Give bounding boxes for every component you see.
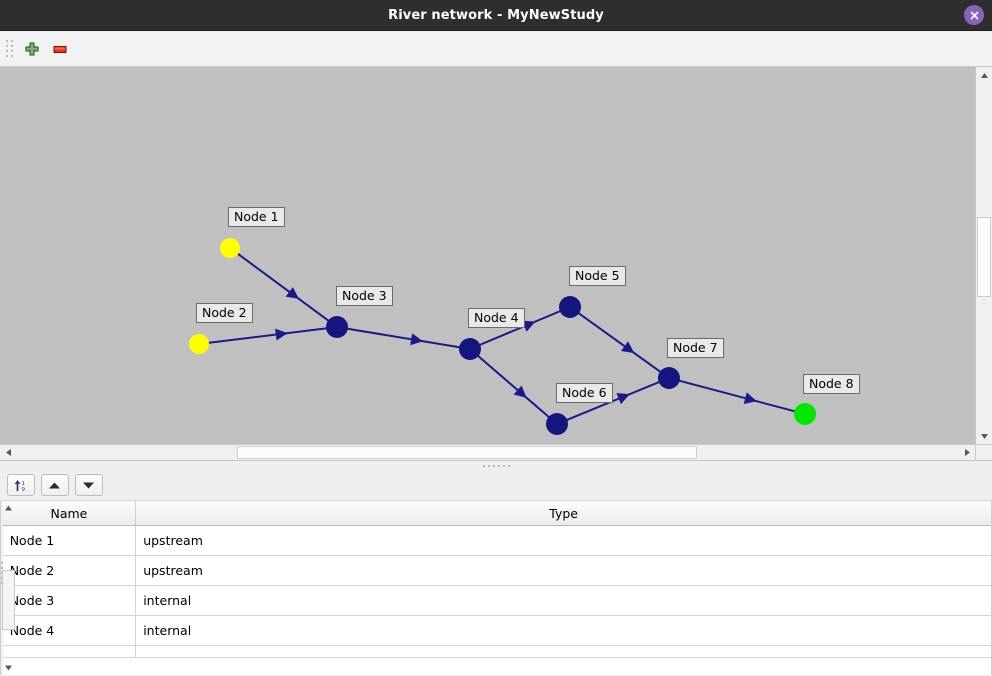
canvas-horizontal-scroll-thumb[interactable] [237,446,697,459]
node-label-node-8[interactable]: Node 8 [803,374,860,394]
edge-Node2-Node3[interactable] [207,327,328,344]
graph-node-node-8[interactable] [794,403,816,425]
splitter-grip-icon [0,561,3,584]
reaches-scroll-thumb[interactable] [2,570,15,630]
network-canvas-area: Node 1 Node 2 Node 3 Node 4 Node 5 Node 6 Node… [0,67,992,460]
move-up-arrow-icon[interactable] [40,474,69,496]
toolbar-drag-handle[interactable] [4,38,14,60]
graph-node-node-4[interactable] [459,338,481,360]
move-down-arrow-icon[interactable] [74,474,103,496]
graph-node-node-7[interactable] [658,367,680,389]
edge-arrowhead [743,392,757,404]
scroll-right-icon[interactable] [959,445,975,460]
node-label-node-4[interactable]: Node 4 [468,308,525,328]
node-label-node-6[interactable]: Node 6 [556,383,613,403]
scroll-up-icon[interactable] [1,500,16,515]
scroll-down-icon[interactable] [1,660,16,675]
scroll-up-icon[interactable] [976,67,992,83]
svg-text:1: 1 [22,481,26,487]
edge-Node4-Node5[interactable] [478,309,562,347]
canvas-horizontal-scroll-row [0,444,992,460]
node-label-node-3[interactable]: Node 3 [336,286,393,306]
edge-Node6-Node7[interactable] [565,380,661,422]
scrollbar-corner [975,444,992,460]
column-header-name[interactable]: Name [2,500,137,526]
scroll-down-icon[interactable] [976,428,992,444]
edge-Node7-Node8[interactable] [678,379,796,413]
node-row[interactable] [2,645,992,658]
horizontal-splitter[interactable] [0,460,992,470]
node-label-node-5[interactable]: Node 5 [569,266,626,286]
svg-text:9: 9 [22,487,26,493]
cell-type[interactable]: upstream [135,555,992,586]
node-label-node-1[interactable]: Node 1 [228,207,285,227]
cell-name[interactable]: Node 1 [2,525,137,556]
edge-arrowhead [621,341,635,354]
column-header-type[interactable]: Type [135,500,992,526]
edge-Node1-Node3[interactable] [236,252,330,322]
canvas-vertical-scroll-thumb[interactable] [977,217,991,297]
node-label-node-7[interactable]: Node 7 [667,338,724,358]
delete-minus-icon[interactable] [46,35,74,63]
cell-type[interactable]: upstream [135,525,992,556]
edge-arrowhead [616,393,630,405]
cell-type[interactable]: internal [135,585,992,616]
edge-Node5-Node7[interactable] [577,312,662,373]
edge-arrowhead [285,286,299,299]
cell-name[interactable]: Node 4 [2,615,137,646]
nodes-toolbar: 1 9 [2,470,992,500]
window-title: River network - MyNewStudy [388,7,604,23]
close-icon[interactable] [964,5,984,25]
splitter-grip-icon [482,464,510,467]
canvas-vertical-scrollbar[interactable] [975,67,992,444]
graph-node-node-1[interactable] [220,238,240,258]
edge-arrowhead [410,333,424,346]
cell-name[interactable]: Node 2 [2,555,137,586]
cell-name[interactable] [2,645,137,658]
title-bar: River network - MyNewStudy [0,0,992,31]
edge-Node4-Node6[interactable] [476,354,551,419]
cell-name[interactable]: Node 3 [2,585,137,616]
scroll-left-icon[interactable] [0,445,16,460]
cell-type[interactable]: internal [135,615,992,646]
graph-node-node-5[interactable] [559,296,581,318]
canvas-horizontal-scrollbar[interactable] [0,444,975,460]
edge-arrowhead [521,320,536,332]
sort-ascending-icon[interactable]: 1 9 [6,474,35,496]
edge-arrowhead [275,328,288,341]
edge-Node3-Node4[interactable] [346,327,461,349]
main-toolbar [0,31,992,67]
reaches-table-scrollbar[interactable] [0,500,15,675]
graph-node-node-2[interactable] [189,334,209,354]
edge-arrowhead [513,385,527,398]
network-graph [189,238,816,435]
add-plus-icon[interactable] [18,35,46,63]
vertical-splitter[interactable] [0,470,3,675]
graph-node-node-6[interactable] [546,413,568,435]
node-label-node-2[interactable]: Node 2 [196,303,253,323]
cell-type[interactable] [135,645,992,658]
river-network-canvas[interactable]: Node 1 Node 2 Node 3 Node 4 Node 5 Node 6 Node… [0,67,975,444]
graph-node-node-3[interactable] [326,316,348,338]
